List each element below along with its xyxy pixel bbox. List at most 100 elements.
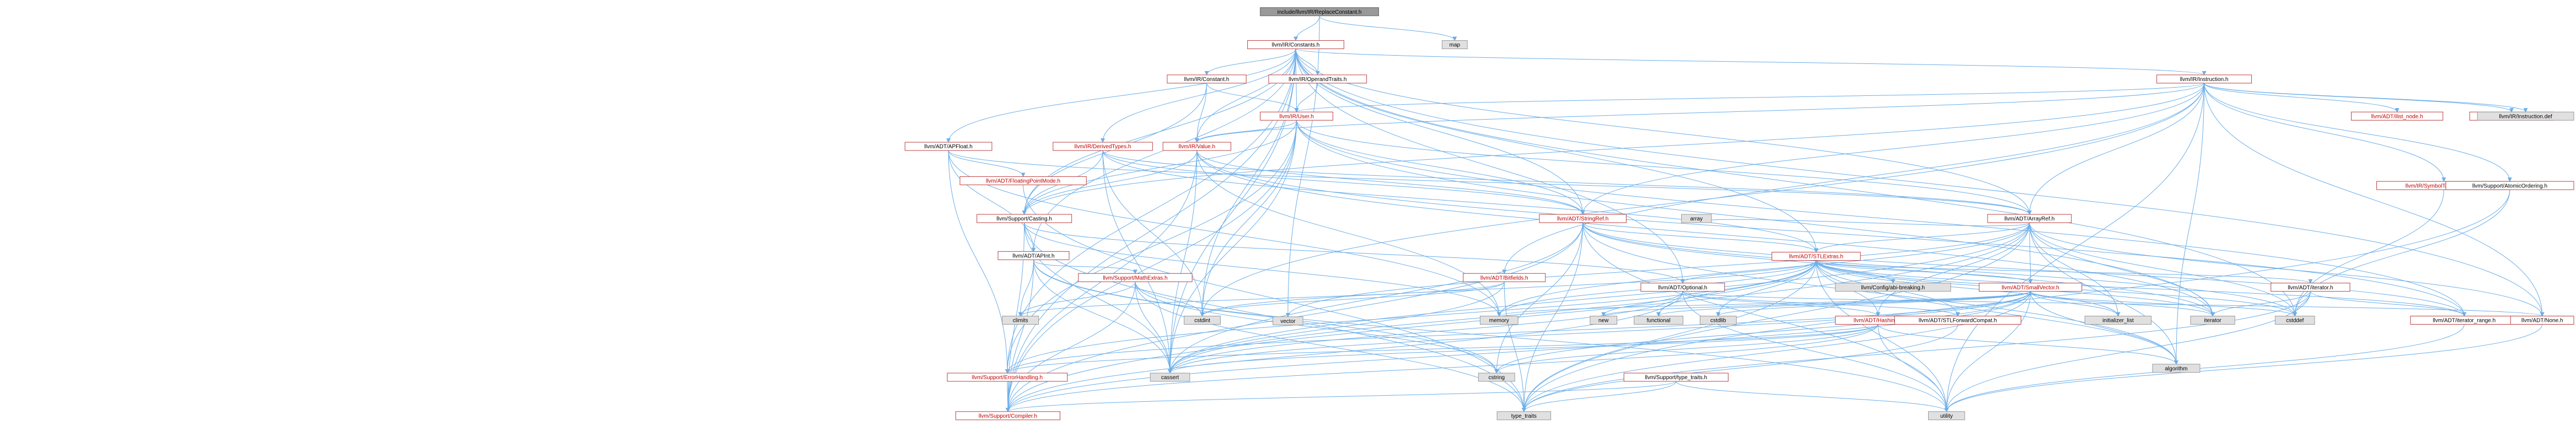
node-label: cstdint (1194, 318, 1210, 324)
node-type_traits[interactable]: type_traits (1496, 411, 1552, 420)
edge-value-to-cassert (1168, 150, 1198, 374)
node-cstdlib[interactable]: cstdlib (1699, 316, 1737, 325)
node-box (1640, 283, 1725, 292)
node-label: llvm/ADT/FloatingPointMode.h (986, 179, 1060, 185)
node-label: cstring (1489, 375, 1505, 381)
edge-smallvector-to-algorithm (2030, 291, 2178, 365)
node-climits[interactable]: climits (1002, 316, 1039, 325)
edge-instruction-to-none (2204, 83, 2545, 317)
node-label: cstddef (2286, 318, 2304, 324)
edge-derivedtypes-to-cassert (1102, 150, 1173, 374)
edge-instruction-to-instructiondef (2204, 83, 2528, 113)
node-stlforward[interactable]: llvm/ADT/STLForwardCompat.h (1894, 316, 2021, 325)
node-box (1590, 316, 1618, 325)
edge-iteratorh-to-iterrange (2310, 291, 2467, 317)
node-box (1078, 273, 1193, 282)
edge-constants-to-cassert (1168, 48, 1296, 374)
node-iterator[interactable]: iterator (2190, 316, 2235, 325)
edge-user-to-errorhandling (1005, 120, 1297, 374)
node-configabi[interactable]: llvm/Config/abi-breaking.h (1835, 283, 1951, 292)
node-utility[interactable]: utility (1928, 411, 1965, 420)
node-cstring[interactable]: cstring (1478, 373, 1515, 382)
node-mathextras[interactable]: llvm/Support/MathExtras.h (1078, 273, 1193, 282)
node-box (2156, 74, 2252, 84)
node-operandtraits[interactable]: llvm/IR/OperandTraits.h (1268, 74, 1367, 84)
node-bitfields[interactable]: llvm/ADT/Bitfields.h (1463, 273, 1546, 282)
edge-arrayref-to-vector (1285, 222, 2030, 317)
node-derivedtypes[interactable]: llvm/IR/DerivedTypes.h (1053, 142, 1153, 151)
node-constant[interactable]: llvm/IR/Constant.h (1167, 74, 1247, 84)
edge-stringref-to-cstddef (1582, 222, 2298, 317)
node-root[interactable]: include/llvm/IR/ReplaceConstant.h (1260, 7, 1380, 17)
edge-casting-to-cassert (1024, 222, 1173, 374)
node-initlist[interactable]: initializer_list (2084, 316, 2152, 325)
edge-optional-to-hashing (1682, 291, 1880, 317)
node-user[interactable]: llvm/IR/User.h (1260, 111, 1333, 121)
edge-stringref-to-iterator (1582, 222, 2215, 317)
node-value[interactable]: llvm/IR/Value.h (1162, 142, 1231, 151)
node-label: llvm/ADT/STLExtras.h (1789, 254, 1843, 260)
node-none[interactable]: llvm/ADT/None.h (2510, 316, 2574, 325)
node-box (904, 142, 992, 151)
node-label: llvm/IR/Instruction.h (2180, 77, 2229, 83)
node-box (997, 251, 1070, 260)
edge-arrayref-to-stlextras (1814, 222, 2030, 253)
node-atomicordering[interactable]: llvm/Support/AtomicOrdering.h (2445, 181, 2574, 190)
edge-smallvector-to-functional (1656, 291, 2031, 317)
node-instructiondef[interactable]: llvm/IR/Instruction.def (2477, 111, 2574, 121)
node-stlextras[interactable]: llvm/ADT/STLExtras.h (1772, 252, 1861, 261)
node-label: iterator (2204, 318, 2222, 324)
node-arrayref[interactable]: llvm/ADT/ArrayRef.h (1987, 214, 2072, 223)
node-array[interactable]: array (1681, 214, 1712, 223)
node-box (1167, 74, 1247, 84)
edge-casting-to-optional (1024, 222, 1685, 284)
node-casting[interactable]: llvm/Support/Casting.h (976, 214, 1072, 223)
node-label: llvm/IR/OperandTraits.h (1289, 77, 1346, 83)
node-fpmode[interactable]: llvm/ADT/FloatingPointMode.h (959, 176, 1087, 185)
node-label: memory (1489, 318, 1509, 324)
node-box (1772, 252, 1861, 261)
node-new[interactable]: new (1590, 316, 1618, 325)
node-ilistnode[interactable]: llvm/ADT/ilist_node.h (2350, 111, 2444, 121)
edge-value-to-stringref (1196, 150, 1585, 215)
node-label: llvm/Support/ErrorHandling.h (972, 375, 1043, 381)
edge-constants-to-cstdint (1200, 48, 1296, 317)
edge-constants-to-none (1295, 48, 2545, 317)
edge-iteratorh-to-utility (1944, 291, 2311, 412)
node-cstdint[interactable]: cstdint (1184, 316, 1221, 325)
node-instruction[interactable]: llvm/IR/Instruction.h (2156, 74, 2252, 84)
node-label: llvm/ADT/StringRef.h (1557, 216, 1608, 222)
edge-derivedtypes-to-stlextras (1102, 150, 1818, 253)
node-algorithm[interactable]: algorithm (2152, 364, 2201, 373)
node-box (2510, 316, 2574, 325)
node-stringref[interactable]: llvm/ADT/StringRef.h (1539, 214, 1627, 223)
node-box (1478, 373, 1515, 382)
node-optional[interactable]: llvm/ADT/Optional.h (1640, 283, 1725, 292)
node-errorhandling[interactable]: llvm/Support/ErrorHandling.h (947, 373, 1068, 382)
node-typetraits_s[interactable]: llvm/Support/type_traits.h (1623, 373, 1729, 382)
node-smallvector[interactable]: llvm/ADT/SmallVector.h (1978, 283, 2083, 292)
node-apint[interactable]: llvm/ADT/APInt.h (997, 251, 1070, 260)
node-cstddef[interactable]: cstddef (2274, 316, 2315, 325)
edge-stlextras-to-iteratorh (1816, 260, 2313, 284)
node-vector[interactable]: vector (1273, 316, 1303, 326)
node-memory[interactable]: memory (1479, 316, 1518, 325)
edge-constants-to-apfloat (946, 48, 1296, 143)
node-compiler[interactable]: llvm/Support/Compiler.h (955, 411, 1061, 420)
node-label: type_traits (1511, 413, 1537, 419)
node-iterrange[interactable]: llvm/ADT/iterator_range.h (2410, 316, 2519, 325)
node-apfloat[interactable]: llvm/ADT/APFloat.h (904, 142, 992, 151)
node-label: llvm/ADT/iterator.h (2288, 285, 2333, 291)
node-map[interactable]: map (1441, 40, 1468, 50)
edge-typetraits_s-to-compiler (1006, 381, 1677, 412)
node-label: llvm/IR/Constants.h (1272, 42, 1320, 48)
node-constants[interactable]: llvm/IR/Constants.h (1247, 40, 1344, 50)
edge-mathextras-to-climits (1018, 282, 1136, 317)
node-label: llvm/ADT/STLForwardCompat.h (1919, 318, 1997, 324)
node-box (2084, 316, 2152, 325)
edge-arrayref-to-smallvector (2028, 222, 2033, 284)
edge-user-to-cstdint (1200, 120, 1297, 317)
node-cassert[interactable]: cassert (1150, 373, 1190, 382)
node-functional[interactable]: functional (1634, 316, 1683, 325)
node-iteratorh[interactable]: llvm/ADT/iterator.h (2271, 283, 2350, 292)
